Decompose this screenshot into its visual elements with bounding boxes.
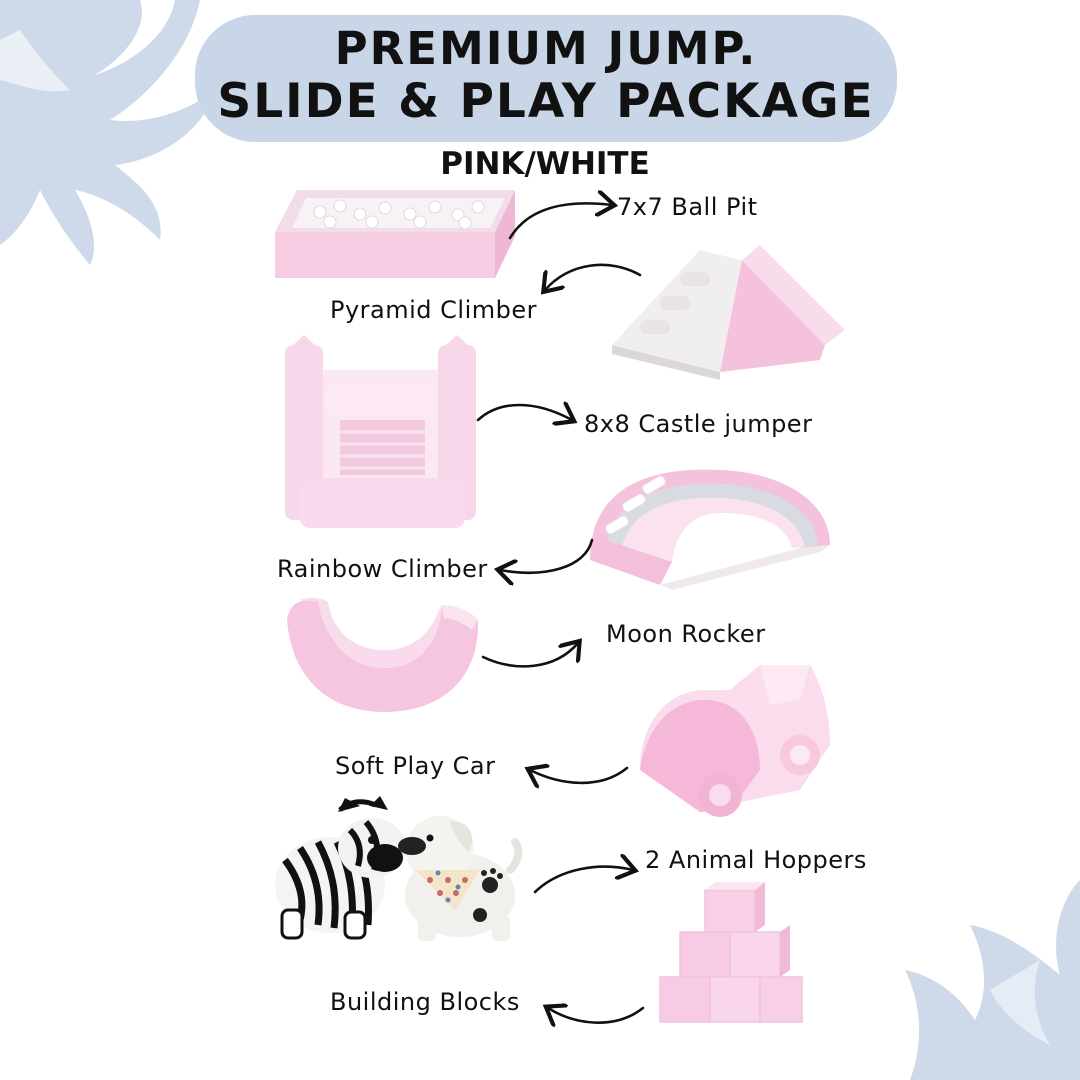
color-subtitle: PINK/WHITE bbox=[440, 146, 650, 182]
label-castle-jumper: 8x8 Castle jumper bbox=[584, 410, 813, 438]
label-ball-pit: 7x7 Ball Pit bbox=[617, 193, 758, 221]
label-soft-play-car: Soft Play Car bbox=[335, 752, 496, 780]
label-building-blocks: Building Blocks bbox=[330, 988, 520, 1016]
arrow-soft-play-car bbox=[530, 768, 629, 783]
rainbow-climber-image bbox=[590, 469, 830, 590]
arrow-ball-pit bbox=[508, 203, 612, 240]
title-banner bbox=[195, 15, 897, 142]
title-line-1: PREMIUM JUMP. bbox=[334, 22, 758, 75]
ball-pit-image bbox=[275, 190, 515, 278]
moon-rocker-image bbox=[287, 597, 479, 712]
splash-bottom-right bbox=[905, 880, 1080, 1080]
label-pyramid-climber: Pyramid Climber bbox=[330, 296, 537, 324]
arrow-moon-rocker bbox=[481, 643, 578, 668]
arrow-rainbow-climber bbox=[500, 538, 594, 573]
splash-top-left bbox=[0, 0, 215, 265]
soft-play-car-image bbox=[640, 665, 830, 817]
pyramid-climber-image bbox=[612, 238, 845, 380]
building-blocks-image bbox=[659, 882, 803, 1023]
label-moon-rocker: Moon Rocker bbox=[606, 620, 766, 648]
animal-hoppers-image bbox=[275, 796, 523, 941]
label-rainbow-climber: Rainbow Climber bbox=[277, 555, 488, 583]
title-line-2: SLIDE & PLAY PACKAGE bbox=[217, 74, 875, 129]
arrow-building-blocks bbox=[548, 1008, 645, 1023]
arrow-castle-jumper bbox=[476, 405, 572, 420]
arrows bbox=[476, 203, 645, 1023]
castle-jumper-image bbox=[285, 335, 476, 528]
arrow-animal-hoppers bbox=[533, 867, 633, 894]
label-animal-hoppers: 2 Animal Hoppers bbox=[645, 846, 867, 874]
arrow-pyramid-climber bbox=[545, 263, 642, 290]
